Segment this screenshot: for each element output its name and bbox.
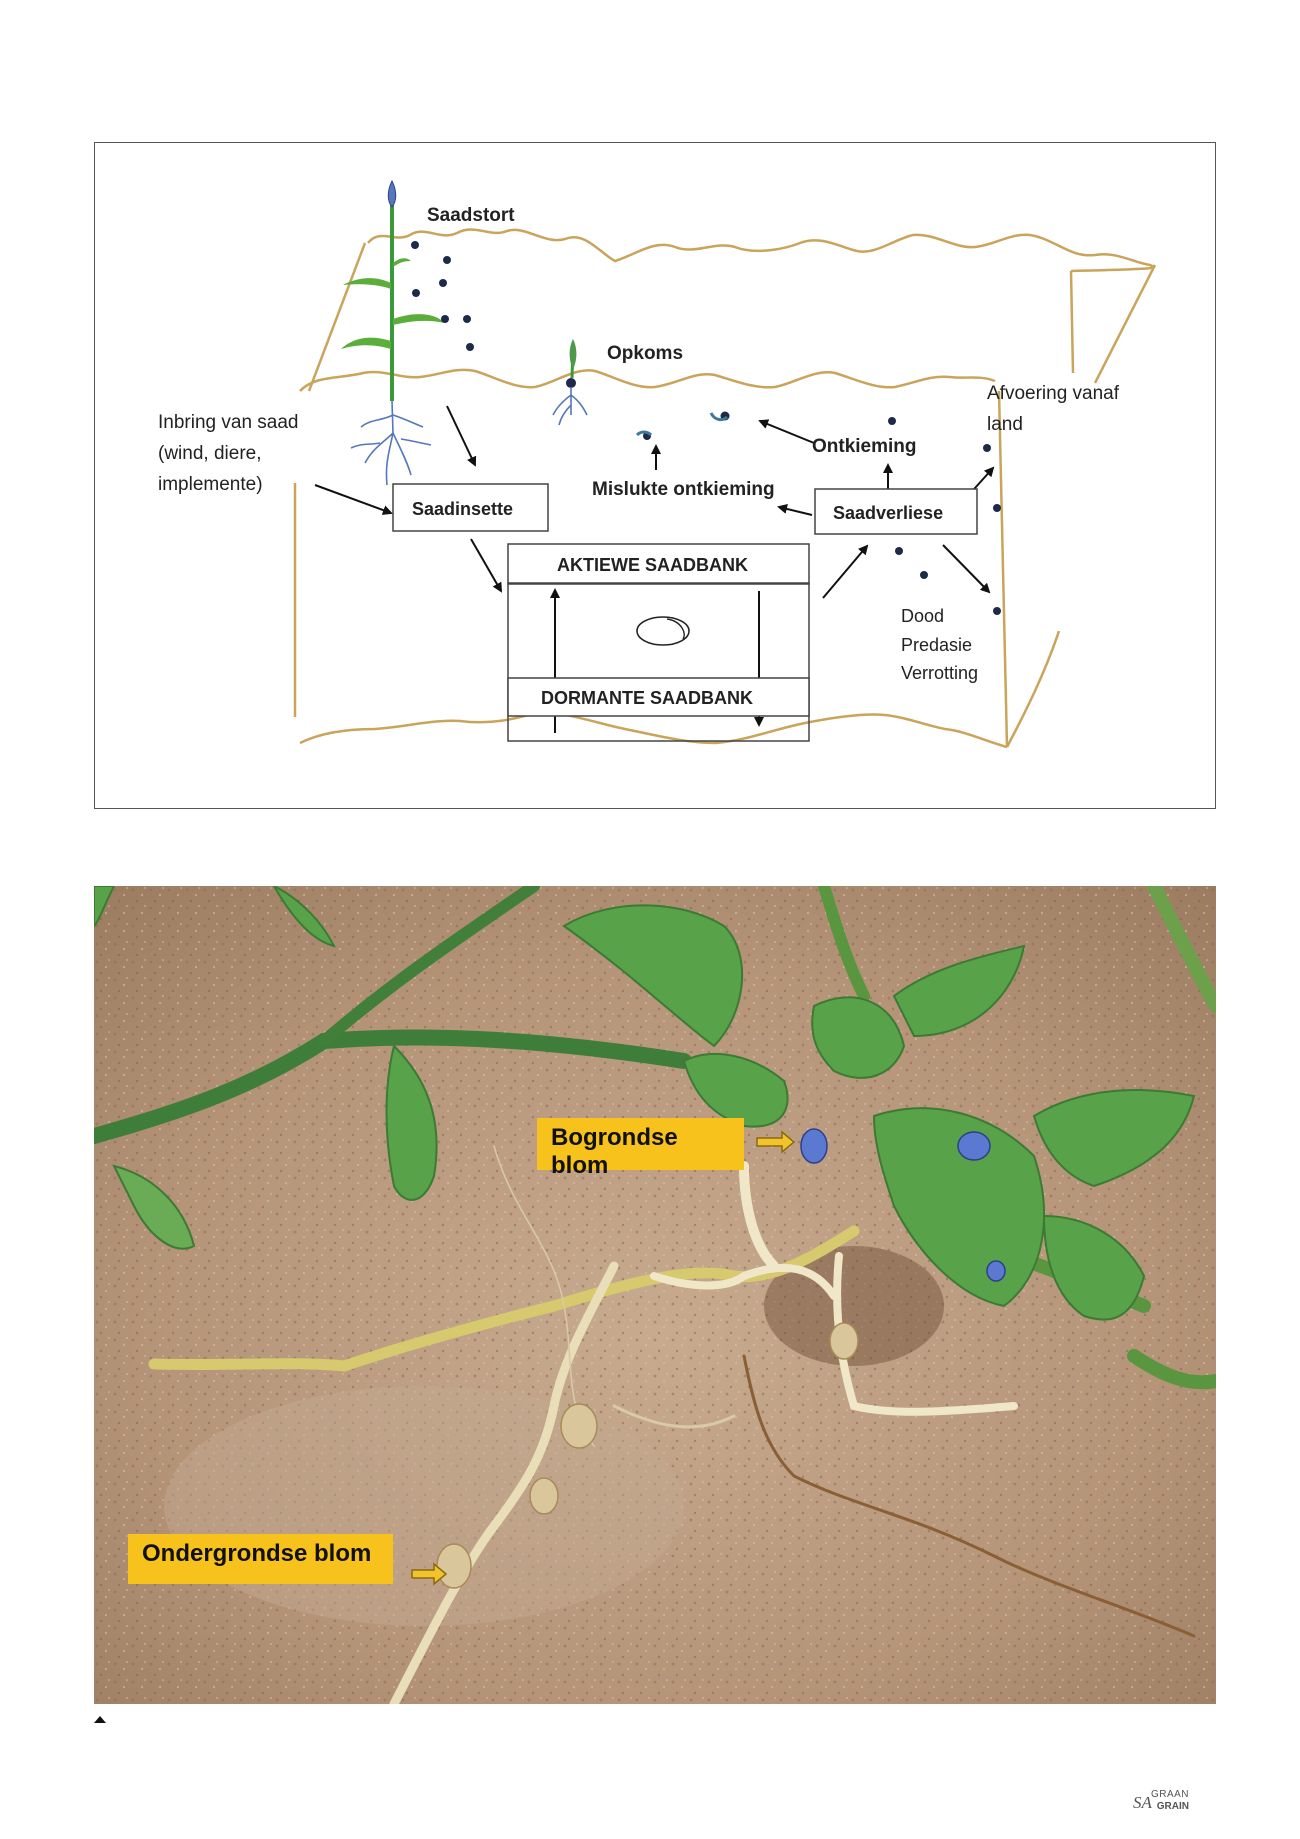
saadinsette-box <box>392 483 549 532</box>
box-label-saadinsette: Saadinsette <box>412 499 513 519</box>
label-afvoering-2: land <box>987 414 1023 435</box>
callout-ondergrondse-blom: Ondergrondse blom <box>128 1534 393 1584</box>
grass-roots <box>350 400 432 486</box>
callout-bogrondse-blom: Bogrondse blom <box>537 1118 744 1179</box>
label-saadstort: Saadstort <box>427 205 515 226</box>
label-opkoms: Opkoms <box>607 343 683 364</box>
label-verrotting: Verrotting <box>901 663 978 683</box>
saadverliese-box <box>814 488 978 535</box>
box-left-edge <box>293 242 367 717</box>
brand-line-1: GRAAN <box>1150 1789 1189 1800</box>
label-afvoering-1: Afvoering vanaf <box>987 383 1120 404</box>
label-predasie: Predasie <box>901 635 972 655</box>
bottom-soil-line <box>299 711 1008 749</box>
brand-line-2: GRAIN <box>1156 1801 1189 1812</box>
brand-prefix: SA <box>1133 1793 1152 1812</box>
diagram-canvas: Saadstort Opkoms Inbring van saad (wind,… <box>158 179 1157 749</box>
label-ontkieming: Ontkieming <box>812 436 917 457</box>
box-right-edge <box>997 264 1157 748</box>
box-label-saadverliese: Saadverliese <box>833 503 943 523</box>
saadbank-container <box>507 582 810 742</box>
dormante-saadbank-box <box>507 677 810 717</box>
seedling <box>552 339 588 426</box>
label-mislukte-ontkieming: Mislukte ontkieming <box>592 479 775 500</box>
label-inbring-3: implemente) <box>158 474 263 495</box>
grass-plant <box>341 179 445 401</box>
label-inbring-2: (wind, diere, <box>158 443 262 464</box>
sa-graan-logo: SA GRAAN GRAIN <box>1133 1789 1203 1815</box>
seeds <box>411 241 1001 615</box>
caption-triangle-icon <box>94 1716 106 1723</box>
flow-arrows <box>314 405 995 733</box>
middle-soil-line <box>299 368 996 392</box>
box-label-aktiewe-saadbank: AKTIEWE SAADBANK <box>557 555 748 575</box>
label-inbring-1: Inbring van saad <box>158 412 299 433</box>
label-dood: Dood <box>901 606 944 626</box>
top-soil-line <box>367 228 1155 273</box>
seed-symbol <box>636 616 690 646</box>
soil-layers <box>293 228 1157 749</box>
aktiewe-saadbank-box <box>507 543 810 585</box>
seed-bank-diagram: Saadstort Opkoms Inbring van saad (wind,… <box>94 142 1216 809</box>
box-label-dormante-saadbank: DORMANTE SAADBANK <box>541 688 753 708</box>
